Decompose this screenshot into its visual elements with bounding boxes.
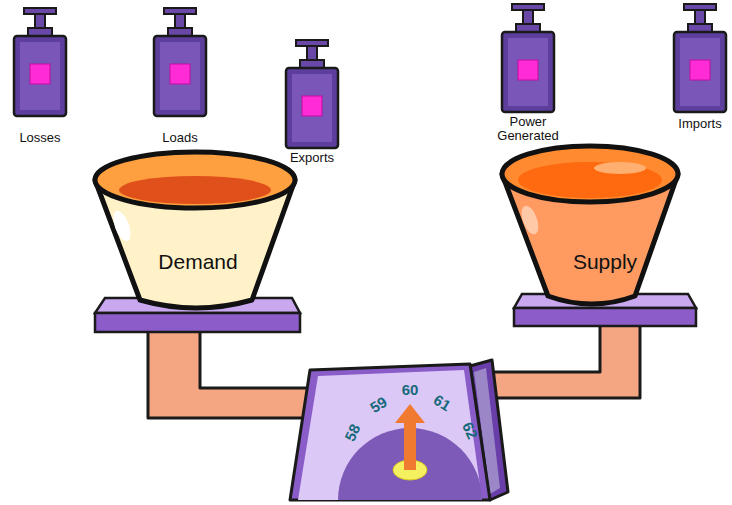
dial-number: 62 — [460, 419, 481, 440]
weight-label: Power Generated — [490, 113, 566, 144]
bucket-rim — [95, 152, 295, 208]
bucket-label-text: Supply — [573, 251, 637, 273]
dial-number: 61 — [431, 391, 453, 413]
bucket-label-text: Demand — [158, 251, 237, 273]
dial-number: 60 — [402, 382, 419, 397]
scale-face — [298, 370, 482, 500]
bucket-interior — [518, 162, 662, 198]
dial-arrow-head — [395, 404, 425, 423]
weight-symbol — [154, 8, 206, 116]
dial-number: 58 — [342, 421, 363, 442]
bucket-label: Demand — [154, 249, 241, 275]
scale-pan — [514, 308, 696, 326]
weight-symbol — [286, 40, 338, 148]
bucket-highlight — [518, 204, 541, 237]
weight-label: Exports — [286, 149, 338, 167]
weight-label-text: Exports — [290, 151, 334, 165]
weight-label: Imports — [674, 115, 725, 133]
scale-body — [290, 364, 490, 500]
weight-label-text: Power Generated — [494, 115, 562, 142]
bucket-rim — [502, 146, 678, 202]
bucket-shine — [594, 162, 646, 174]
bucket-interior — [119, 176, 271, 204]
weight-label-text: Losses — [19, 131, 60, 145]
weight-symbol — [14, 8, 66, 116]
weight-symbol — [674, 4, 726, 112]
weight-label-text: Imports — [678, 117, 721, 131]
dial-number: 59 — [367, 393, 389, 415]
weight-symbol — [502, 4, 554, 112]
dial-arrow-stem — [404, 420, 416, 470]
weight-label: Losses — [15, 129, 64, 147]
bucket-label: Supply — [569, 249, 641, 275]
weight-label: Loads — [158, 129, 201, 147]
scale-pan — [95, 313, 300, 332]
weight-label-text: Loads — [162, 131, 197, 145]
bucket-highlight — [110, 209, 134, 244]
